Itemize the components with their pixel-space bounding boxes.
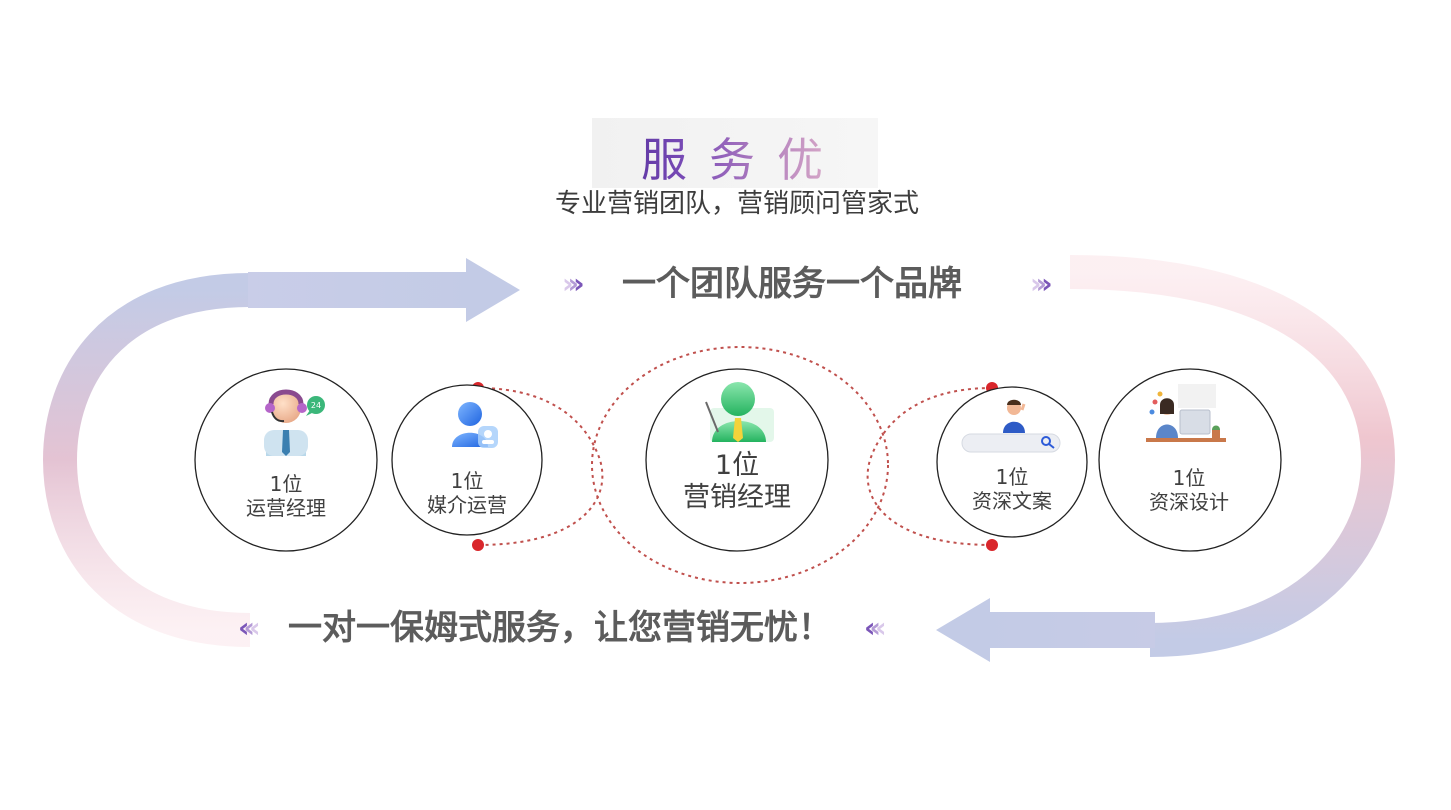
top-arrow-head: [466, 258, 520, 322]
dotted-center-ring: [591, 346, 889, 584]
node-count: 1位: [450, 469, 484, 493]
loop-bottom-bar: [985, 612, 1155, 648]
customer-service-agent-icon: 24: [264, 389, 325, 456]
designer-computer-icon: [1146, 384, 1226, 442]
page-title: 服务优势: [592, 128, 878, 251]
node-circle-media-ops: [391, 384, 543, 536]
node-circle-marketing-manager: [645, 368, 829, 552]
node-circle-designer: [1098, 368, 1282, 552]
chevron-right-icon: ›››: [1030, 267, 1052, 300]
svg-text:24: 24: [311, 401, 321, 410]
node-role: 媒介运营: [427, 493, 507, 517]
search-writer-icon: [961, 399, 1061, 453]
dotted-connector-right: [866, 387, 993, 546]
node-count: 1位: [714, 450, 760, 481]
loop-left-arc: [42, 273, 251, 647]
banner-bottom: 一对一保姆式服务，让您营销无忧！: [288, 608, 832, 648]
node-count: 1位: [269, 472, 303, 496]
loop-right-arc: [1069, 255, 1396, 657]
chevron-left-icon: ‹‹‹: [238, 611, 260, 644]
red-dot: [986, 539, 998, 551]
loop-top-bar: [248, 272, 470, 308]
node-label-media-ops: 1位 媒介运营: [407, 469, 527, 517]
node-label-copywriter: 1位 资深文案: [952, 465, 1072, 513]
red-dot: [472, 539, 484, 551]
node-label-marketing-manager: 1位 营销经理: [662, 450, 812, 515]
node-role: 资深文案: [972, 489, 1052, 513]
chevron-left-icon: ‹‹‹: [864, 611, 886, 644]
node-role: 营销经理: [683, 482, 791, 514]
node-circle-copywriter: [936, 386, 1088, 538]
manager-presenter-icon: [705, 382, 774, 442]
node-label-designer: 1位 资深设计: [1129, 466, 1249, 514]
node-count: 1位: [995, 465, 1029, 489]
node-count: 1位: [1172, 466, 1206, 490]
dotted-connector-left: [477, 387, 604, 546]
node-circle-ops-manager: [194, 368, 378, 552]
title-backdrop: [592, 118, 878, 188]
node-label-ops-manager: 1位 运营经理: [226, 472, 346, 520]
node-role: 资深设计: [1149, 490, 1229, 514]
chevron-right-icon: ›››: [562, 267, 584, 300]
banner-top: 一个团队服务一个品牌: [622, 264, 962, 304]
node-role: 运营经理: [246, 496, 326, 520]
bottom-arrow-head: [936, 598, 990, 662]
user-profile-icon: [452, 402, 498, 448]
page-subtitle: 专业营销团队，营销顾问管家式: [554, 189, 919, 219]
